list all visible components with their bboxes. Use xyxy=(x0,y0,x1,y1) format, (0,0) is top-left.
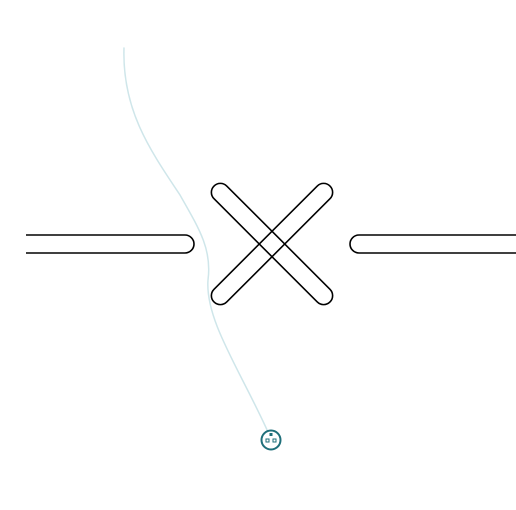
left-bar-obstacle xyxy=(26,234,195,254)
cross-arm-a xyxy=(210,182,334,306)
player-top-mark xyxy=(269,433,273,436)
right-bar-obstacle xyxy=(349,234,516,254)
cross-arm-b xyxy=(210,182,334,306)
motion-trail xyxy=(123,47,269,433)
player-eye-left xyxy=(265,438,270,443)
player-eye-right xyxy=(272,438,277,443)
x-cross-obstacle xyxy=(210,182,334,306)
player-ball[interactable] xyxy=(260,429,282,451)
